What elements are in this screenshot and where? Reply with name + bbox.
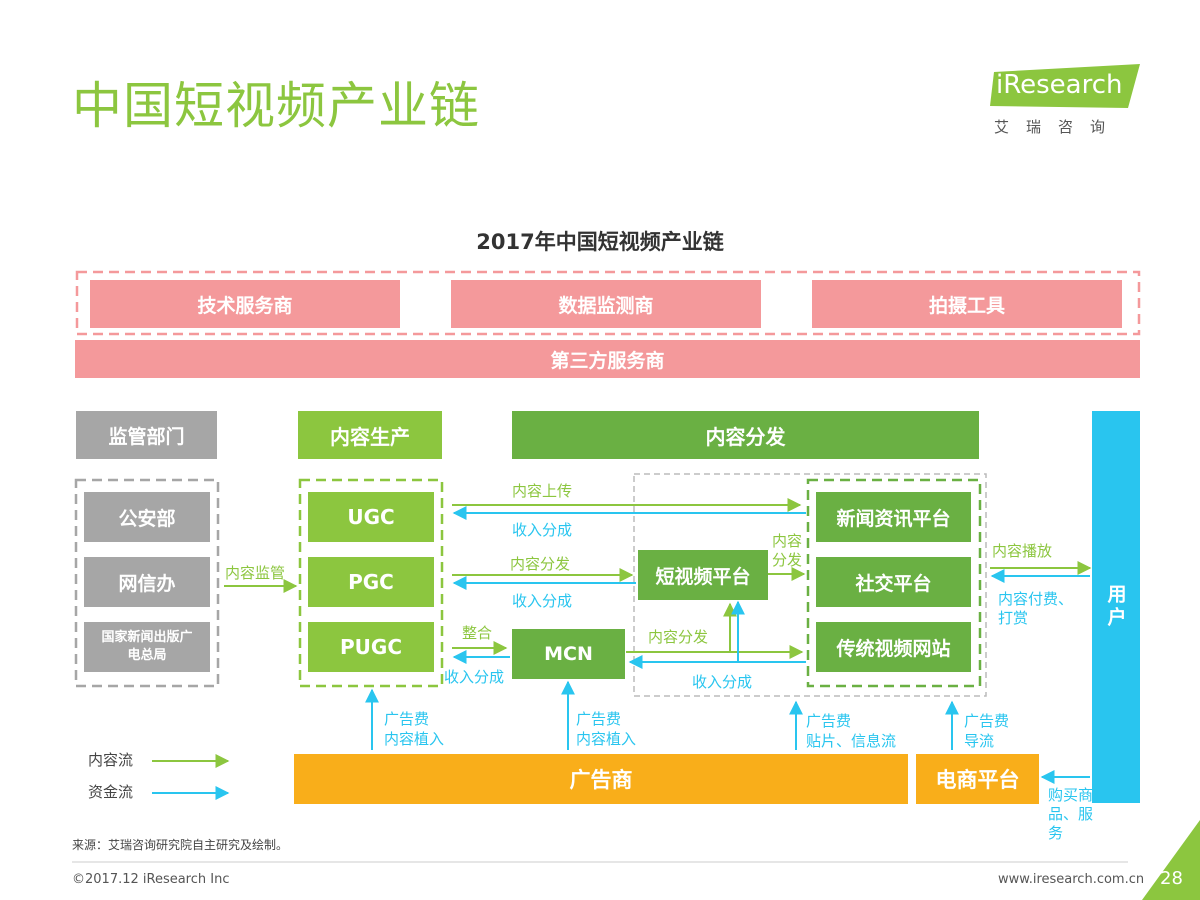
label-revenue-3: 收入分成 xyxy=(444,668,505,686)
shooting-tool-box: 拍摄工具 xyxy=(812,280,1122,328)
label-distribute-1: 内容分发 xyxy=(510,555,571,573)
mcn-box: MCN xyxy=(512,629,625,679)
short-video-platform-box: 短视频平台 xyxy=(638,550,768,600)
pgc-box: PGC xyxy=(308,557,434,607)
label-ad-fee-4: 广告费 xyxy=(964,712,1010,730)
copyright: ©2017.12 iResearch Inc xyxy=(72,872,230,887)
label-ad-fee-1: 广告费 xyxy=(384,710,430,728)
label-playback: 内容播放 xyxy=(992,542,1053,560)
pugc-box: PUGC xyxy=(308,622,434,672)
advertiser-box: 广告商 xyxy=(294,754,908,804)
sapprft-box: 国家新闻出版广电总局 xyxy=(84,622,210,672)
source-note: 来源：艾瑞咨询研究院自主研究及绘制。 xyxy=(72,838,289,852)
label-ad-place-4: 导流 xyxy=(964,732,995,750)
label-revenue-2: 收入分成 xyxy=(512,592,573,610)
logo-mark xyxy=(990,64,1140,108)
platforms-dashed-region xyxy=(806,478,982,688)
regulator-dashed-region xyxy=(74,478,220,688)
label-supervision: 内容监管 xyxy=(225,564,286,582)
label-ad-place-3: 贴片、信息流 xyxy=(806,732,897,750)
label-purchase: 购买商品、服务 xyxy=(1048,786,1094,842)
third-party-bar: 第三方服务商 xyxy=(75,340,1140,378)
social-platform-box: 社交平台 xyxy=(816,557,971,607)
user-box: 用户 xyxy=(1092,411,1140,803)
label-ad-fee-3: 广告费 xyxy=(806,712,852,730)
legend-content-flow: 内容流 xyxy=(88,751,134,769)
tech-service-box: 技术服务商 xyxy=(90,280,400,328)
label-ad-place-2: 内容植入 xyxy=(576,730,637,748)
news-platform-box: 新闻资讯平台 xyxy=(816,492,971,542)
third-party-dashed-region xyxy=(75,270,1141,336)
ugc-box: UGC xyxy=(308,492,434,542)
label-distribute-2: 内容分发 xyxy=(648,628,709,646)
content-production-header: 内容生产 xyxy=(298,411,442,459)
logo-cn: 艾瑞咨询 xyxy=(994,118,1123,136)
label-revenue-1: 收入分成 xyxy=(512,521,573,539)
data-monitor-box: 数据监测商 xyxy=(451,280,761,328)
label-integrate: 整合 xyxy=(462,624,493,642)
label-ad-fee-2: 广告费 xyxy=(576,710,622,728)
page-corner xyxy=(1142,820,1200,900)
ecommerce-box: 电商平台 xyxy=(916,754,1039,804)
logo-text: iResearch xyxy=(996,70,1123,100)
diagram-title: 2017年中国短视频产业链 xyxy=(476,230,724,254)
website-link[interactable]: www.iresearch.com.cn xyxy=(998,872,1145,887)
distribution-dashed-region xyxy=(633,473,987,697)
legend-money-flow: 资金流 xyxy=(88,783,134,801)
label-payment: 内容付费、打赏 xyxy=(998,590,1074,627)
iresearch-logo: iResearch 艾瑞咨询 xyxy=(990,62,1140,142)
ministry-public-security-box: 公安部 xyxy=(84,492,210,542)
cyberspace-office-box: 网信办 xyxy=(84,557,210,607)
content-distribution-header: 内容分发 xyxy=(512,411,979,459)
page-number: 28 xyxy=(1160,868,1183,889)
production-dashed-region xyxy=(298,478,444,688)
label-revenue-4: 收入分成 xyxy=(692,673,753,691)
regulator-header: 监管部门 xyxy=(76,411,217,459)
traditional-video-site-box: 传统视频网站 xyxy=(816,622,971,672)
page-title: 中国短视频产业链 xyxy=(72,77,480,135)
label-ad-place-1: 内容植入 xyxy=(384,730,445,748)
label-upload: 内容上传 xyxy=(512,482,573,500)
label-distribute-3: 内容分发 xyxy=(771,532,802,569)
